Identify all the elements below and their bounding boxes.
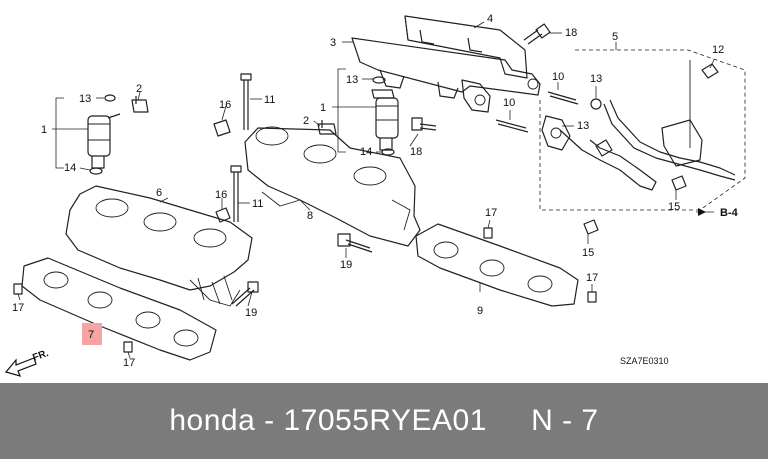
callout-14: 14 bbox=[360, 146, 372, 158]
callout-18: 18 bbox=[410, 146, 422, 158]
callout-13: 13 bbox=[577, 120, 589, 132]
callout-15: 15 bbox=[582, 247, 594, 259]
fuel-feed-pipe bbox=[539, 49, 746, 211]
ref-b4: B-4 bbox=[698, 207, 739, 219]
callout-17: 17 bbox=[123, 357, 135, 369]
bolt-18-top bbox=[523, 23, 551, 45]
gasket-7 bbox=[21, 257, 217, 361]
studs-10 bbox=[495, 91, 579, 133]
nut-15-right bbox=[671, 175, 687, 191]
o-ring-13-left bbox=[104, 94, 116, 102]
callout-6: 6 bbox=[156, 187, 162, 199]
diagram-code: SZA7E0310 bbox=[620, 356, 669, 366]
bolt-19-upper bbox=[337, 233, 373, 253]
callout-14: 14 bbox=[64, 162, 76, 174]
plug-17-right bbox=[587, 291, 597, 303]
callout-10: 10 bbox=[552, 71, 564, 83]
callout-13: 13 bbox=[79, 93, 91, 105]
ref-b4-label: B-4 bbox=[720, 207, 739, 219]
callout-7: 7 bbox=[88, 329, 94, 341]
callout-9: 9 bbox=[477, 305, 483, 317]
o-ring-14-left bbox=[89, 167, 103, 175]
bolt-19-lower bbox=[231, 281, 259, 307]
callout-15: 15 bbox=[668, 201, 680, 213]
parts-diagram: 13 1 14 2 11 16 13 1 14 2 3 4 18 5 10 10… bbox=[4, 13, 746, 377]
callout-1: 1 bbox=[320, 102, 326, 114]
caption-part-number: 17055RYEA01 bbox=[283, 404, 487, 437]
upper-intake-manifold bbox=[244, 126, 421, 247]
caption-callout: N - 7 bbox=[531, 404, 599, 437]
callout-13: 13 bbox=[346, 74, 358, 86]
nut-15-lower bbox=[583, 219, 599, 235]
callout-1: 1 bbox=[41, 124, 47, 136]
plug-17-mid bbox=[483, 227, 493, 239]
clip-2-upper bbox=[317, 120, 337, 135]
callout-4: 4 bbox=[487, 13, 493, 25]
callout-2: 2 bbox=[303, 115, 309, 127]
gasket-9 bbox=[415, 223, 579, 307]
callout-17: 17 bbox=[485, 207, 497, 219]
diagram-canvas: 13 1 14 2 11 16 13 1 14 2 3 4 18 5 10 10… bbox=[4, 13, 746, 377]
nut-16-upper bbox=[213, 119, 231, 137]
front-label: FR. bbox=[31, 348, 50, 364]
injector-left bbox=[87, 113, 121, 169]
callout-2: 2 bbox=[136, 83, 142, 95]
callout-labels: 13 1 14 2 11 16 13 1 14 2 3 4 18 5 10 10… bbox=[12, 13, 724, 369]
plug-17-left bbox=[13, 283, 23, 295]
callout-11: 11 bbox=[264, 94, 275, 106]
leader-lines bbox=[17, 21, 715, 359]
highlight-box-7 bbox=[82, 323, 102, 345]
callout-16: 16 bbox=[219, 99, 231, 111]
callout-19: 19 bbox=[245, 307, 257, 319]
caption-bar: honda - 17055RYEA01 N - 7 bbox=[0, 383, 768, 459]
caption-gap bbox=[487, 404, 531, 438]
callout-17: 17 bbox=[12, 302, 24, 314]
o-ring-13-upper bbox=[372, 76, 386, 84]
caption-separator: - bbox=[255, 404, 284, 437]
callout-19: 19 bbox=[340, 259, 352, 271]
callout-3: 3 bbox=[330, 37, 336, 49]
callout-13: 13 bbox=[590, 73, 602, 85]
callout-11: 11 bbox=[252, 198, 263, 210]
injector-upper bbox=[371, 89, 399, 151]
callout-18: 18 bbox=[565, 27, 577, 39]
fuel-rail bbox=[351, 15, 541, 113]
callout-16: 16 bbox=[215, 189, 227, 201]
stud-11-lower bbox=[230, 165, 242, 222]
bolt-12 bbox=[689, 60, 719, 148]
caption-brand: honda bbox=[169, 404, 256, 437]
front-arrow: FR. bbox=[4, 348, 50, 377]
callout-17: 17 bbox=[586, 272, 598, 284]
stud-11-upper bbox=[240, 73, 252, 130]
callout-10: 10 bbox=[503, 97, 515, 109]
clip-2-left bbox=[131, 96, 149, 113]
callout-5: 5 bbox=[612, 31, 618, 43]
plug-17-bottom bbox=[123, 341, 133, 353]
bolt-18-middle bbox=[411, 117, 437, 131]
callout-12: 12 bbox=[712, 44, 724, 56]
callout-8: 8 bbox=[307, 210, 313, 222]
lower-intake-manifold bbox=[65, 185, 253, 307]
o-ring-13-right bbox=[590, 98, 602, 110]
